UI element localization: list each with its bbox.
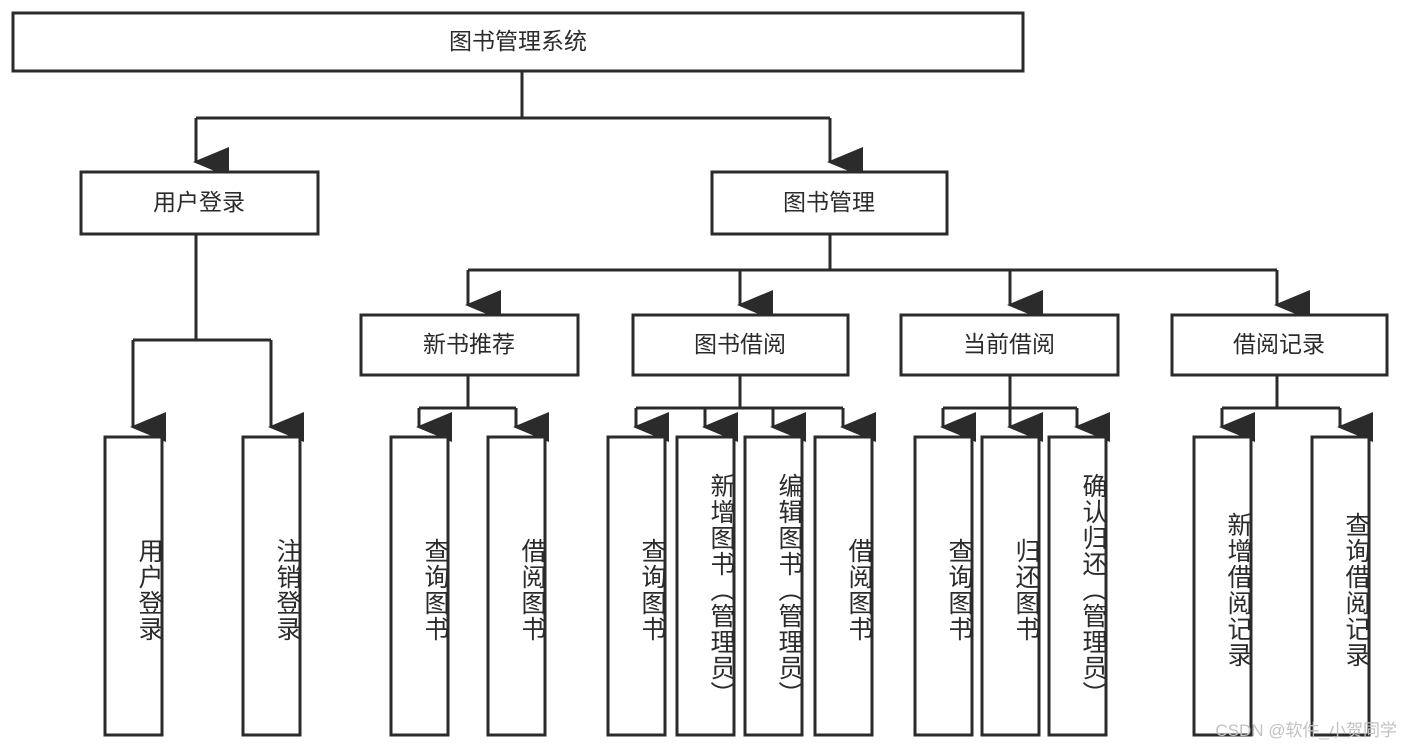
connector-userlogin-to-leaves: [130, 234, 304, 442]
node-current-borrow-label: 当前借阅: [963, 331, 1055, 357]
node-leaf-add-book[interactable]: [675, 435, 736, 737]
node-book-manage[interactable]: 图书管理: [710, 170, 949, 236]
node-new-book-rec[interactable]: 新书推荐: [359, 313, 580, 377]
connector-borrowrecord-to-leaves: [1219, 375, 1373, 442]
node-leaf-query-book-3[interactable]: [913, 435, 974, 737]
connector-bookborrow-to-leaves: [633, 375, 876, 442]
node-borrow-record[interactable]: 借阅记录: [1170, 313, 1389, 377]
node-leaf-borrow-book-1[interactable]: [486, 435, 547, 737]
node-leaf-edit-book[interactable]: [743, 435, 804, 737]
csdn-watermark: CSDN @软件_小贺同学: [1215, 721, 1397, 740]
node-leaf-query-book-1[interactable]: [389, 435, 450, 737]
node-root-label: 图书管理系统: [449, 28, 587, 54]
node-user-login[interactable]: 用户登录: [79, 170, 320, 236]
node-leaf-query-record[interactable]: [1310, 435, 1371, 737]
node-leaf-return-book[interactable]: [980, 435, 1041, 737]
node-leaf-confirm-return[interactable]: [1047, 435, 1108, 737]
node-root[interactable]: 图书管理系统: [11, 11, 1025, 73]
node-leaf-logout[interactable]: [241, 435, 302, 737]
node-new-book-rec-label: 新书推荐: [423, 331, 515, 357]
connector-newbook-to-leaves: [416, 375, 549, 442]
node-user-login-label: 用户登录: [153, 189, 245, 215]
node-book-borrow[interactable]: 图书借阅: [631, 313, 850, 377]
connector-bookmanage-to-level2: [465, 234, 1310, 320]
node-book-manage-label: 图书管理: [783, 189, 875, 215]
node-book-borrow-label: 图书借阅: [694, 331, 786, 357]
connector-root-to-level1: [193, 71, 863, 177]
node-current-borrow[interactable]: 当前借阅: [899, 313, 1120, 377]
connector-currentborrow-to-leaves: [940, 375, 1110, 442]
node-borrow-record-label: 借阅记录: [1233, 331, 1325, 357]
node-leaf-borrow-book-2[interactable]: [813, 435, 874, 737]
node-leaf-add-record[interactable]: [1192, 435, 1253, 737]
node-leaf-query-book-2[interactable]: [606, 435, 667, 737]
node-leaf-user-login[interactable]: [103, 435, 164, 737]
